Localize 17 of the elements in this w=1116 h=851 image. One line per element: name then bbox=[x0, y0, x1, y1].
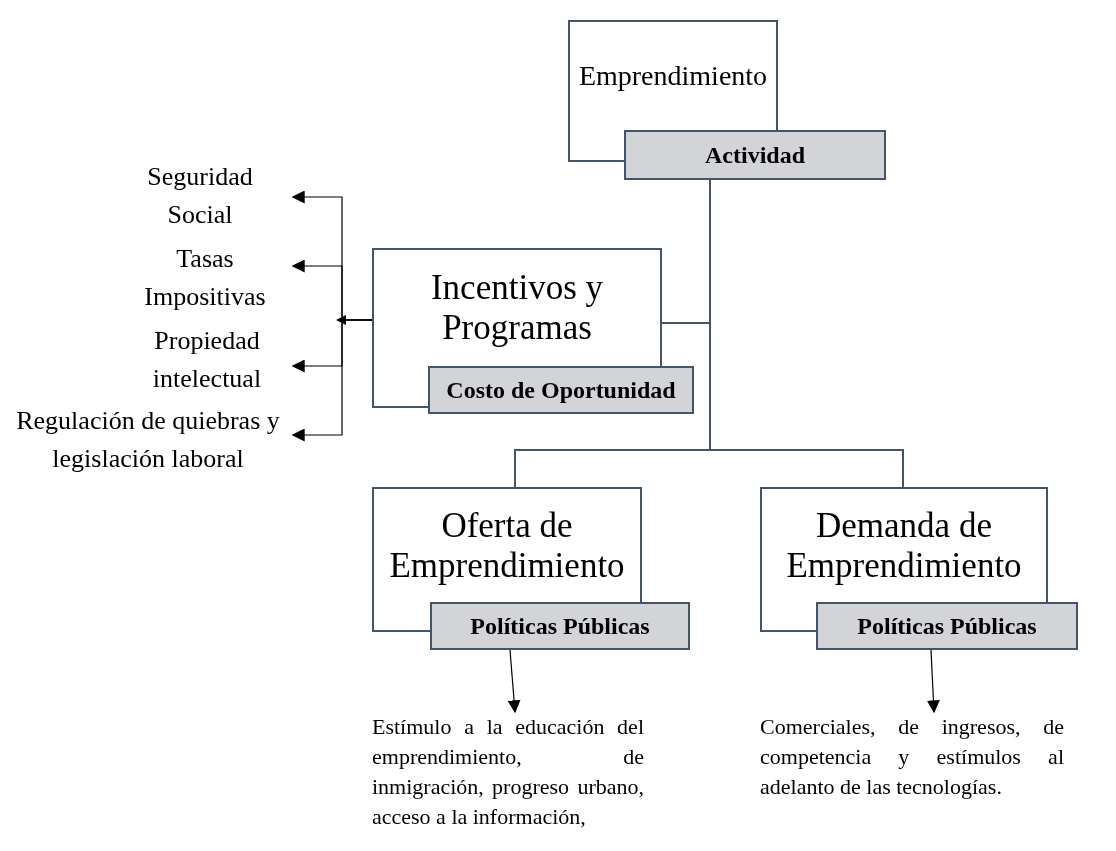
label-tab: Políticas Públicas bbox=[816, 602, 1078, 650]
description-text: Comerciales, de ingresos, de competencia y estímulos al adelanto de las tecnologías. bbox=[760, 712, 1064, 812]
label-tab: Actividad bbox=[624, 130, 886, 180]
arrow bbox=[507, 649, 521, 714]
arrow bbox=[926, 649, 940, 714]
label-tab: Costo de Oportunidad bbox=[428, 366, 694, 414]
concept-box: Demanda de Emprendimiento bbox=[760, 487, 1048, 602]
category-text: Seguridad Social bbox=[107, 158, 293, 238]
concept-box: Incentivos y Programas bbox=[372, 248, 662, 366]
arrow bbox=[291, 319, 373, 442]
category-text: Regulación de quiebras y legislación laboral bbox=[3, 402, 293, 482]
label-tab: Políticas Públicas bbox=[430, 602, 690, 650]
concept-box: Oferta de Emprendimiento bbox=[372, 487, 642, 602]
concept-box: Emprendimiento bbox=[568, 20, 778, 130]
description-text: Estímulo a la educación del emprendimiento, de inmigración, progreso urbano, acceso a la información, bbox=[372, 712, 644, 842]
category-text: Tasas Impositivas bbox=[117, 240, 293, 320]
category-text: Propiedad intelectual bbox=[121, 322, 293, 402]
